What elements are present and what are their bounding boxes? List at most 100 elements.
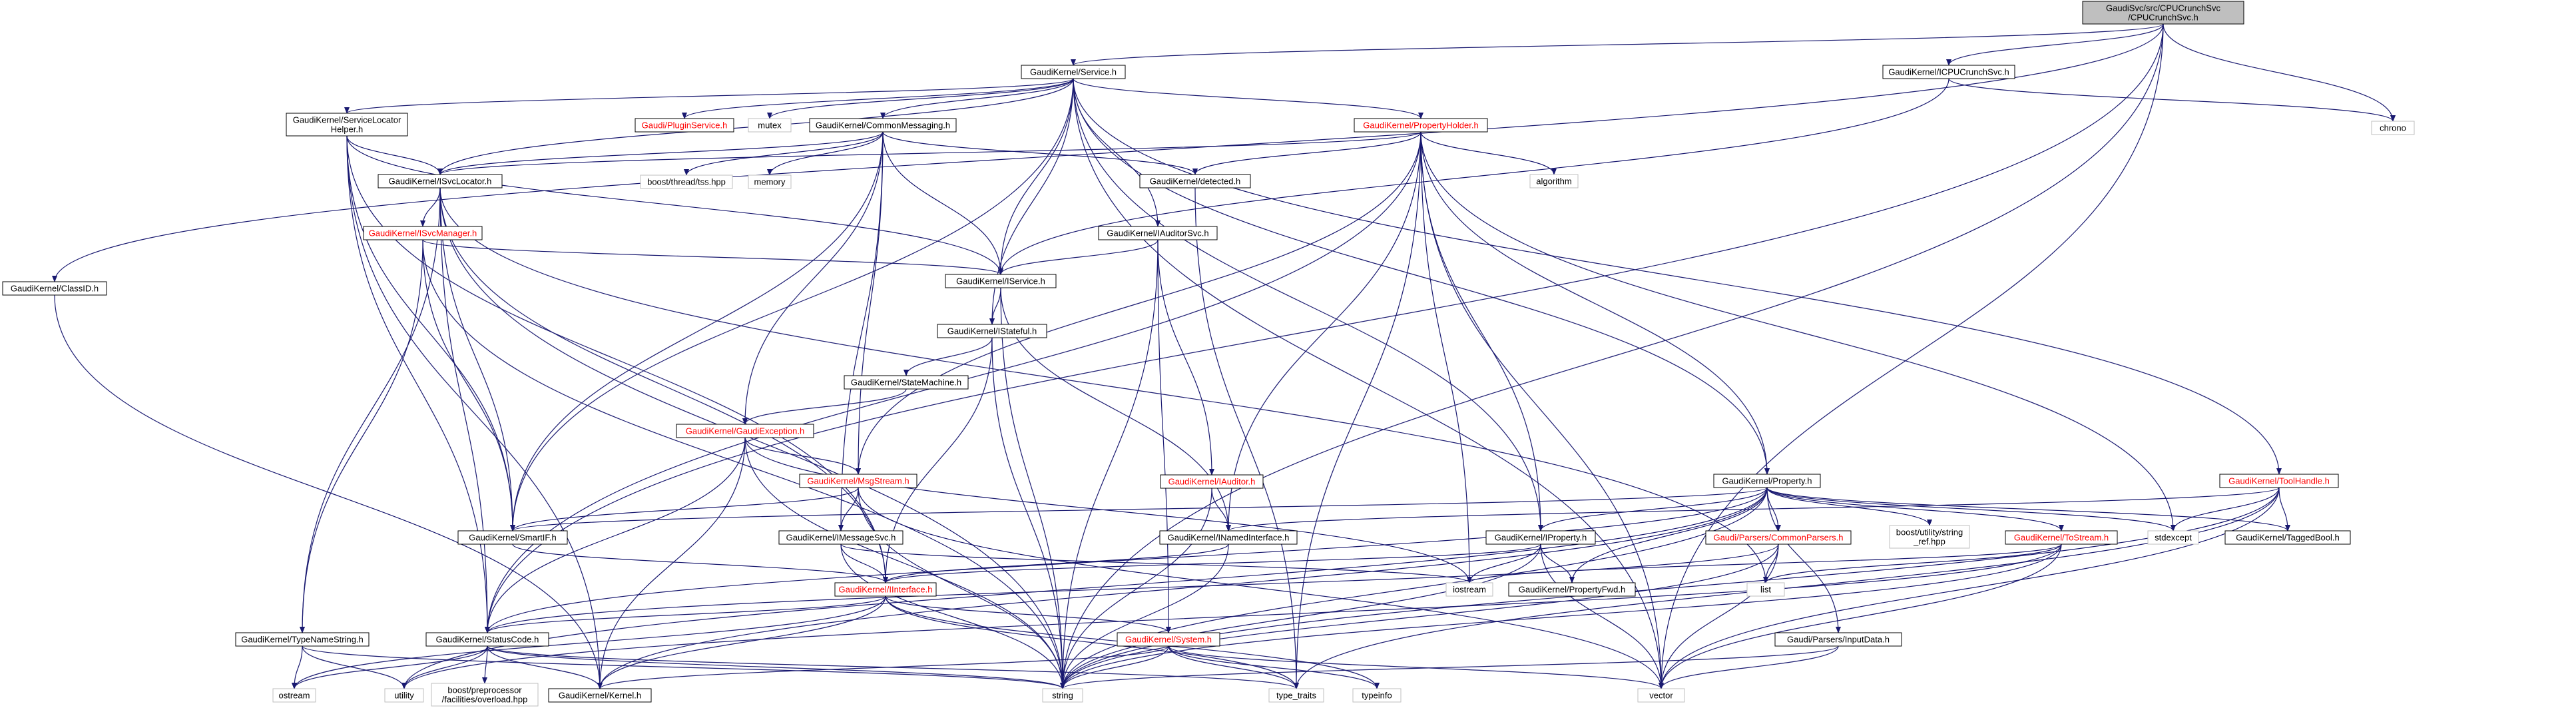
- edge-tostream-to-vector: [1659, 543, 2062, 689]
- node-msgstream[interactable]: GaudiKernel/MsgStream.h: [799, 474, 917, 488]
- node-classid[interactable]: GaudiKernel/ClassID.h: [2, 281, 107, 296]
- node-kernel[interactable]: GaudiKernel/Kernel.h: [548, 688, 652, 703]
- node-smartif[interactable]: GaudiKernel/SmartIF.h: [457, 530, 568, 545]
- node-isvcmanager[interactable]: GaudiKernel/ISvcManager.h: [363, 226, 483, 240]
- node-commonparsers[interactable]: Gaudi/Parsers/CommonParsers.h: [1705, 530, 1852, 545]
- edge-inamedinterface-to-string: [1060, 543, 1229, 689]
- node-label-statuscode-0: GaudiKernel/StatusCode.h: [436, 635, 539, 645]
- node-box-utility: [384, 688, 424, 703]
- node-system[interactable]: GaudiKernel/System.h: [1117, 632, 1220, 647]
- node-toolhandle[interactable]: GaudiKernel/ToolHandle.h: [2219, 474, 2339, 488]
- node-label-mutex-0: mutex: [758, 121, 782, 131]
- node-icpucrunchsvc[interactable]: GaudiKernel/ICPUCrunchSvc.h: [1882, 65, 2015, 79]
- node-box-inamedinterface: [1159, 530, 1298, 545]
- node-taggedbool[interactable]: GaudiKernel/TaggedBool.h: [2224, 530, 2351, 545]
- node-iauditorsvc[interactable]: GaudiKernel/IAuditorSvc.h: [1098, 226, 1218, 240]
- node-typenamestring[interactable]: GaudiKernel/TypeNameString.h: [235, 632, 370, 647]
- node-box-property: [1713, 474, 1821, 488]
- node-isvclocator[interactable]: GaudiKernel/ISvcLocator.h: [378, 174, 503, 188]
- node-memory: memory: [748, 175, 792, 189]
- node-tostream[interactable]: GaudiKernel/ToStream.h: [2005, 530, 2118, 545]
- edge-icpucrunchsvc-to-iservice: [998, 78, 1949, 275]
- node-label-stdexcept-0: stdexcept: [2155, 533, 2192, 543]
- node-label-svclocatorhelper-0: GaudiKernel/ServiceLocator: [293, 115, 401, 125]
- edge-toolhandle-to-stdexcept: [2171, 487, 2280, 532]
- node-label-chrono-0: chrono: [2380, 123, 2406, 133]
- edge-toolhandle-to-inamedinterface: [1226, 487, 2280, 532]
- node-istateful[interactable]: GaudiKernel/IStateful.h: [937, 324, 1047, 338]
- node-label-icpucrunchsvc-0: GaudiKernel/ICPUCrunchSvc.h: [1888, 67, 2009, 77]
- node-propertyholder[interactable]: GaudiKernel/PropertyHolder.h: [1354, 118, 1488, 133]
- node-box-typeinfo: [1352, 688, 1402, 703]
- edge-commonmessaging-to-isvclocator: [437, 131, 884, 175]
- edge-property-to-inputdata: [1766, 487, 1841, 633]
- node-label-root-0: GaudiSvc/src/CPUCrunchSvc: [2106, 3, 2220, 13]
- node-label-algorithm-0: algorithm: [1536, 177, 1571, 186]
- node-box-propertyfwd: [1508, 582, 1636, 597]
- node-label-toolhandle-0: GaudiKernel/ToolHandle.h: [2228, 476, 2330, 486]
- edge-detected-to-typetraits: [1194, 187, 1299, 689]
- edge-service-to-pluginservice: [682, 78, 1074, 119]
- node-propertyfwd[interactable]: GaudiKernel/PropertyFwd.h: [1508, 582, 1636, 597]
- edge-propertyholder-to-algorithm: [1420, 131, 1557, 175]
- node-label-typenamestring-0: GaudiKernel/TypeNameString.h: [241, 635, 364, 645]
- node-detected[interactable]: GaudiKernel/detected.h: [1139, 174, 1251, 188]
- edge-isvcmanager-to-smartif: [422, 239, 515, 532]
- edge-property-to-smartif: [510, 487, 1768, 532]
- edge-propertyholder-to-iproperty: [1420, 131, 1543, 532]
- node-box-kernel: [548, 688, 652, 703]
- node-box-toolhandle: [2219, 474, 2339, 488]
- node-inputdata[interactable]: Gaudi/Parsers/InputData.h: [1774, 632, 1902, 647]
- node-statemachine[interactable]: GaudiKernel/StateMachine.h: [844, 375, 969, 390]
- node-service[interactable]: GaudiKernel/Service.h: [1021, 65, 1126, 79]
- node-box-tostream: [2005, 530, 2118, 545]
- edge-statuscode-to-kernel: [487, 645, 603, 689]
- edge-isvcmanager-to-typenamestring: [300, 239, 423, 633]
- node-box-svclocatorhelper: [286, 113, 408, 137]
- node-vector: vector: [1637, 688, 1685, 703]
- edge-propertyholder-to-isvclocator: [437, 131, 1421, 175]
- edge-inamedinterface-to-iinterface: [883, 543, 1229, 583]
- node-iservice[interactable]: GaudiKernel/IService.h: [945, 274, 1057, 288]
- edge-service-to-iservice: [998, 78, 1074, 275]
- edge-property-to-statuscode: [485, 487, 1768, 633]
- node-inamedinterface[interactable]: GaudiKernel/INamedInterface.h: [1159, 530, 1298, 545]
- node-iproperty[interactable]: GaudiKernel/IProperty.h: [1485, 530, 1596, 545]
- edge-commonparsers-to-vector: [1659, 543, 1779, 689]
- edge-isvclocator-to-smartif: [439, 187, 515, 532]
- node-algorithm: algorithm: [1529, 174, 1579, 188]
- node-root[interactable]: GaudiSvc/src/CPUCrunchSvc/CPUCrunchSvc.h: [2082, 1, 2244, 25]
- edge-svclocatorhelper-to-statuscode: [346, 135, 490, 633]
- node-box-memory: [748, 175, 792, 189]
- edge-istateful-to-statemachine: [903, 337, 993, 376]
- node-stringref: boost/utility/string_ref.hpp: [1889, 525, 1970, 549]
- node-statuscode[interactable]: GaudiKernel/StatusCode.h: [425, 632, 549, 647]
- edge-statuscode-to-ostream: [292, 645, 488, 689]
- edge-system-to-vector: [1168, 645, 1664, 689]
- node-property[interactable]: GaudiKernel/Property.h: [1713, 474, 1821, 488]
- node-gaudiexception[interactable]: GaudiKernel/GaudiException.h: [676, 424, 814, 438]
- node-label-inamedinterface-0: GaudiKernel/INamedInterface.h: [1168, 533, 1290, 543]
- edge-statuscode-to-utility: [401, 645, 488, 689]
- node-commonmessaging[interactable]: GaudiKernel/CommonMessaging.h: [809, 118, 957, 133]
- node-box-taggedbool: [2224, 530, 2351, 545]
- node-label-isvclocator-0: GaudiKernel/ISvcLocator.h: [389, 177, 492, 186]
- node-pluginservice[interactable]: Gaudi/PluginService.h: [635, 118, 734, 133]
- edge-propertyholder-to-detected: [1192, 131, 1421, 175]
- node-box-classid: [2, 281, 107, 296]
- node-iauditor[interactable]: GaudiKernel/IAuditor.h: [1160, 474, 1264, 489]
- node-imessagesvc[interactable]: GaudiKernel/IMessageSvc.h: [778, 530, 903, 545]
- node-box-stdexcept: [2147, 530, 2199, 545]
- node-box-inputdata: [1774, 632, 1902, 647]
- node-label-detected-0: GaudiKernel/detected.h: [1150, 177, 1241, 186]
- edge-root-to-icpucrunchsvc: [1946, 23, 2164, 66]
- edge-isvclocator-to-typenamestring: [300, 187, 441, 633]
- node-box-isvcmanager: [363, 226, 483, 240]
- node-box-isvclocator: [378, 174, 503, 188]
- edge-iservice-to-string: [1000, 287, 1065, 689]
- edge-propertyholder-to-property: [1420, 131, 1770, 475]
- node-label-list-0: list: [1760, 585, 1771, 595]
- node-label-service-0: GaudiKernel/Service.h: [1030, 67, 1117, 77]
- node-iinterface[interactable]: GaudiKernel/IInterface.h: [834, 582, 937, 597]
